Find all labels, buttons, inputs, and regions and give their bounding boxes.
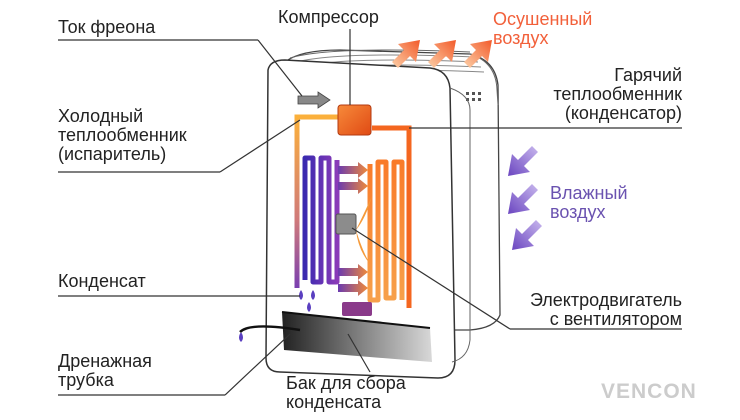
dried-air-arrows: [392, 40, 492, 68]
label-drain-tube: Дренажная трубка: [58, 352, 152, 390]
label-hot-exchanger-line1: Гарячий: [614, 65, 682, 85]
label-freon-flow-text: Ток фреона: [58, 17, 156, 37]
condensate-drops: [239, 290, 315, 342]
label-cold-exchanger-line2: теплообменник: [58, 125, 187, 145]
label-hot-exchanger-line2: теплообменник: [553, 84, 682, 104]
label-hot-exchanger: Гарячий теплообменник (конденсатор): [553, 66, 682, 123]
label-drain-tube-line2: трубка: [58, 370, 114, 390]
label-tank-line1: Бак для сбора: [286, 373, 406, 393]
label-dried-air-line2: воздух: [493, 28, 549, 48]
label-tank: Бак для сбора конденсата: [286, 374, 406, 412]
label-motor-line1: Электродвигатель: [529, 290, 682, 310]
coil-bottom-bar: [342, 302, 372, 316]
internal-airflow-arrows: [338, 162, 368, 296]
label-hot-exchanger-line3: (конденсатор): [564, 103, 682, 123]
label-humid-air-line1: Влажный: [550, 183, 628, 203]
label-condensate: Конденсат: [58, 272, 146, 291]
drain-tube-line: [239, 325, 301, 334]
label-freon-flow: Ток фреона: [58, 18, 155, 37]
label-motor-line2: с вентилятором: [549, 309, 682, 329]
cold-coil: [302, 155, 340, 285]
label-humid-air: Влажный воздух: [550, 184, 628, 222]
label-dried-air: Осушенный воздух: [493, 10, 592, 48]
label-cold-exchanger: Холодный теплообменник (испаритель): [58, 107, 187, 164]
label-humid-air-line2: воздух: [550, 202, 606, 222]
vencon-logo: VENCON: [601, 380, 697, 403]
hot-coil: [367, 159, 405, 303]
leader-lines: [58, 29, 682, 396]
label-motor: Электродвигатель с вентилятором: [530, 291, 682, 329]
freon-flow-arrow: [297, 91, 331, 109]
humid-air-arrows: [508, 146, 542, 250]
label-compressor: Компрессор: [278, 8, 379, 27]
compressor-block: [337, 104, 372, 136]
label-cold-exchanger-line3: (испаритель): [58, 144, 167, 164]
label-drain-tube-line1: Дренажная: [58, 351, 152, 371]
label-cold-exchanger-line1: Холодный: [58, 106, 144, 126]
label-dried-air-line1: Осушенный: [493, 9, 593, 29]
label-condensate-text: Конденсат: [58, 271, 146, 291]
condensate-tank: [281, 311, 432, 362]
fan-motor: [335, 196, 372, 264]
label-tank-line2: конденсата: [286, 392, 382, 412]
label-compressor-text: Компрессор: [278, 7, 379, 27]
